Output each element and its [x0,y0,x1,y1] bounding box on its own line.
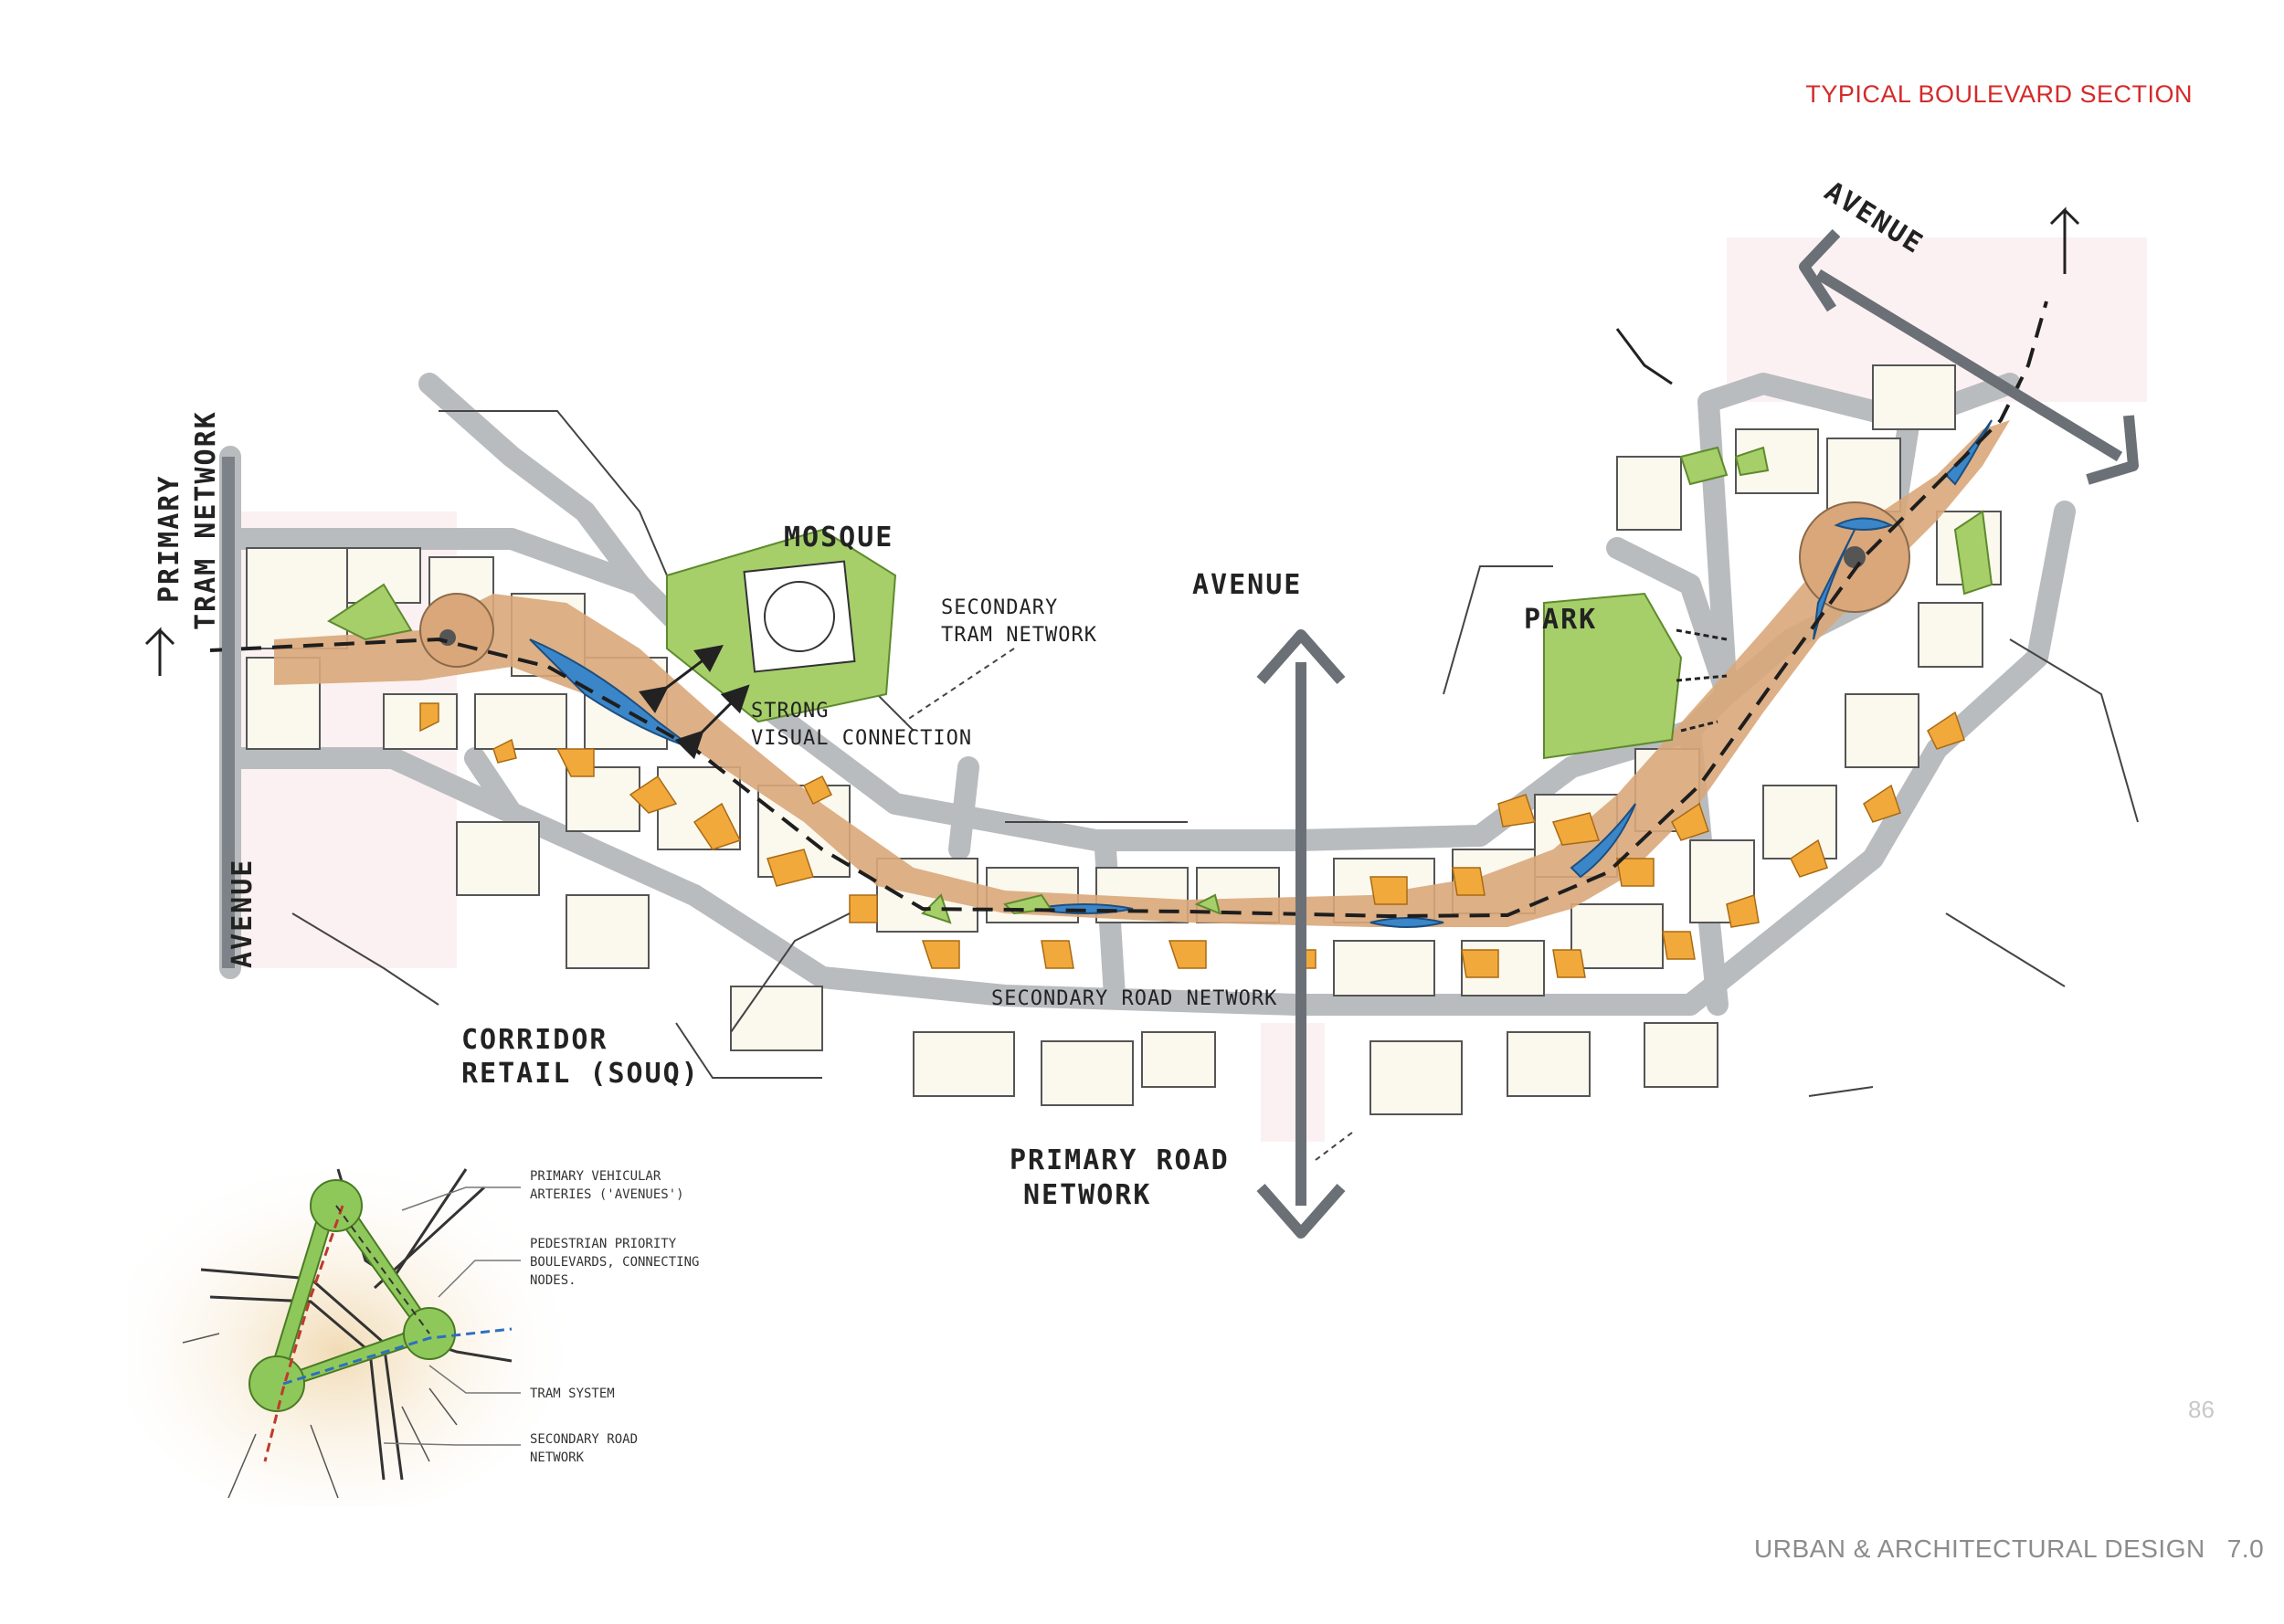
label-strong-visual-line2: VISUAL CONNECTION [751,727,972,750]
page-header-title: TYPICAL BOULEVARD SECTION [1805,80,2193,108]
label-corridor-line1: CORRIDOR [461,1024,608,1056]
avenue-arrow-center [1256,629,1346,1239]
label-secondary-tram-line2: TRAM NETWORK [941,624,1097,647]
inset-secondary-roads [182,1333,458,1499]
corridor-retail-blocks [419,702,1965,978]
label-primary-tram-line2: TRAM NETWORK [190,410,222,630]
visual-connection-arrows [639,628,1728,760]
tram-direction-arrows [144,206,2080,676]
page-footer: URBAN & ARCHITECTURAL DESIGN 7.0 [1754,1534,2264,1564]
page-number: 86 [2188,1396,2215,1423]
avenue-arrow-top-right [1799,228,2139,485]
inset-tram-blue [282,1327,513,1386]
inset-wash [128,1151,566,1507]
boulevard-corridor [274,420,2010,927]
legend-1-line2: ARTERIES ('AVENUES') [530,1187,684,1202]
label-primary-road-line2: NETWORK [1023,1179,1151,1211]
label-mosque: MOSQUE [784,522,894,554]
label-primary-tram-line1: PRIMARY [153,475,185,603]
legend-4-line1: SECONDARY ROAD [530,1432,638,1447]
network-inset-diagram: PRIMARY VEHICULAR ARTERIES ('AVENUES') P… [128,1151,699,1507]
legend-2-line3: NODES. [530,1273,576,1288]
tram-line [209,301,2048,919]
roundabout-west [419,593,494,668]
label-strong-visual-line1: STRONG [751,700,829,722]
mosque-site [743,560,856,673]
leader-lines [730,648,1353,1161]
footer-section-title: URBAN & ARCHITECTURAL DESIGN [1754,1534,2205,1563]
legend-4-line2: NETWORK [530,1450,585,1465]
label-primary-road-line1: PRIMARY ROAD [1010,1144,1230,1176]
inset-legend-leaders [383,1186,521,1446]
legend-2-line1: PEDESTRIAN PRIORITY [530,1237,677,1251]
label-park: PARK [1524,604,1597,636]
legend-2-line2: BOULEVARDS, CONNECTING [530,1255,699,1270]
legend-3-line1: TRAM SYSTEM [530,1387,615,1401]
label-corridor-line2: RETAIL (SOUQ) [461,1058,700,1090]
legend-1-line1: PRIMARY VEHICULAR [530,1169,661,1184]
roundabout-west-core [439,629,456,646]
label-secondary-tram-line1: SECONDARY [941,596,1058,619]
footer-section-number: 7.0 [2226,1534,2265,1563]
label-avenue-center: AVENUE [1192,569,1302,601]
inset-tram-red [263,1205,344,1462]
roundabout-east-core [1844,546,1866,568]
inset-tram-dark [335,1205,430,1334]
label-secondary-road: SECONDARY ROAD NETWORK [991,987,1277,1010]
label-avenue-left: AVENUE [227,859,259,968]
